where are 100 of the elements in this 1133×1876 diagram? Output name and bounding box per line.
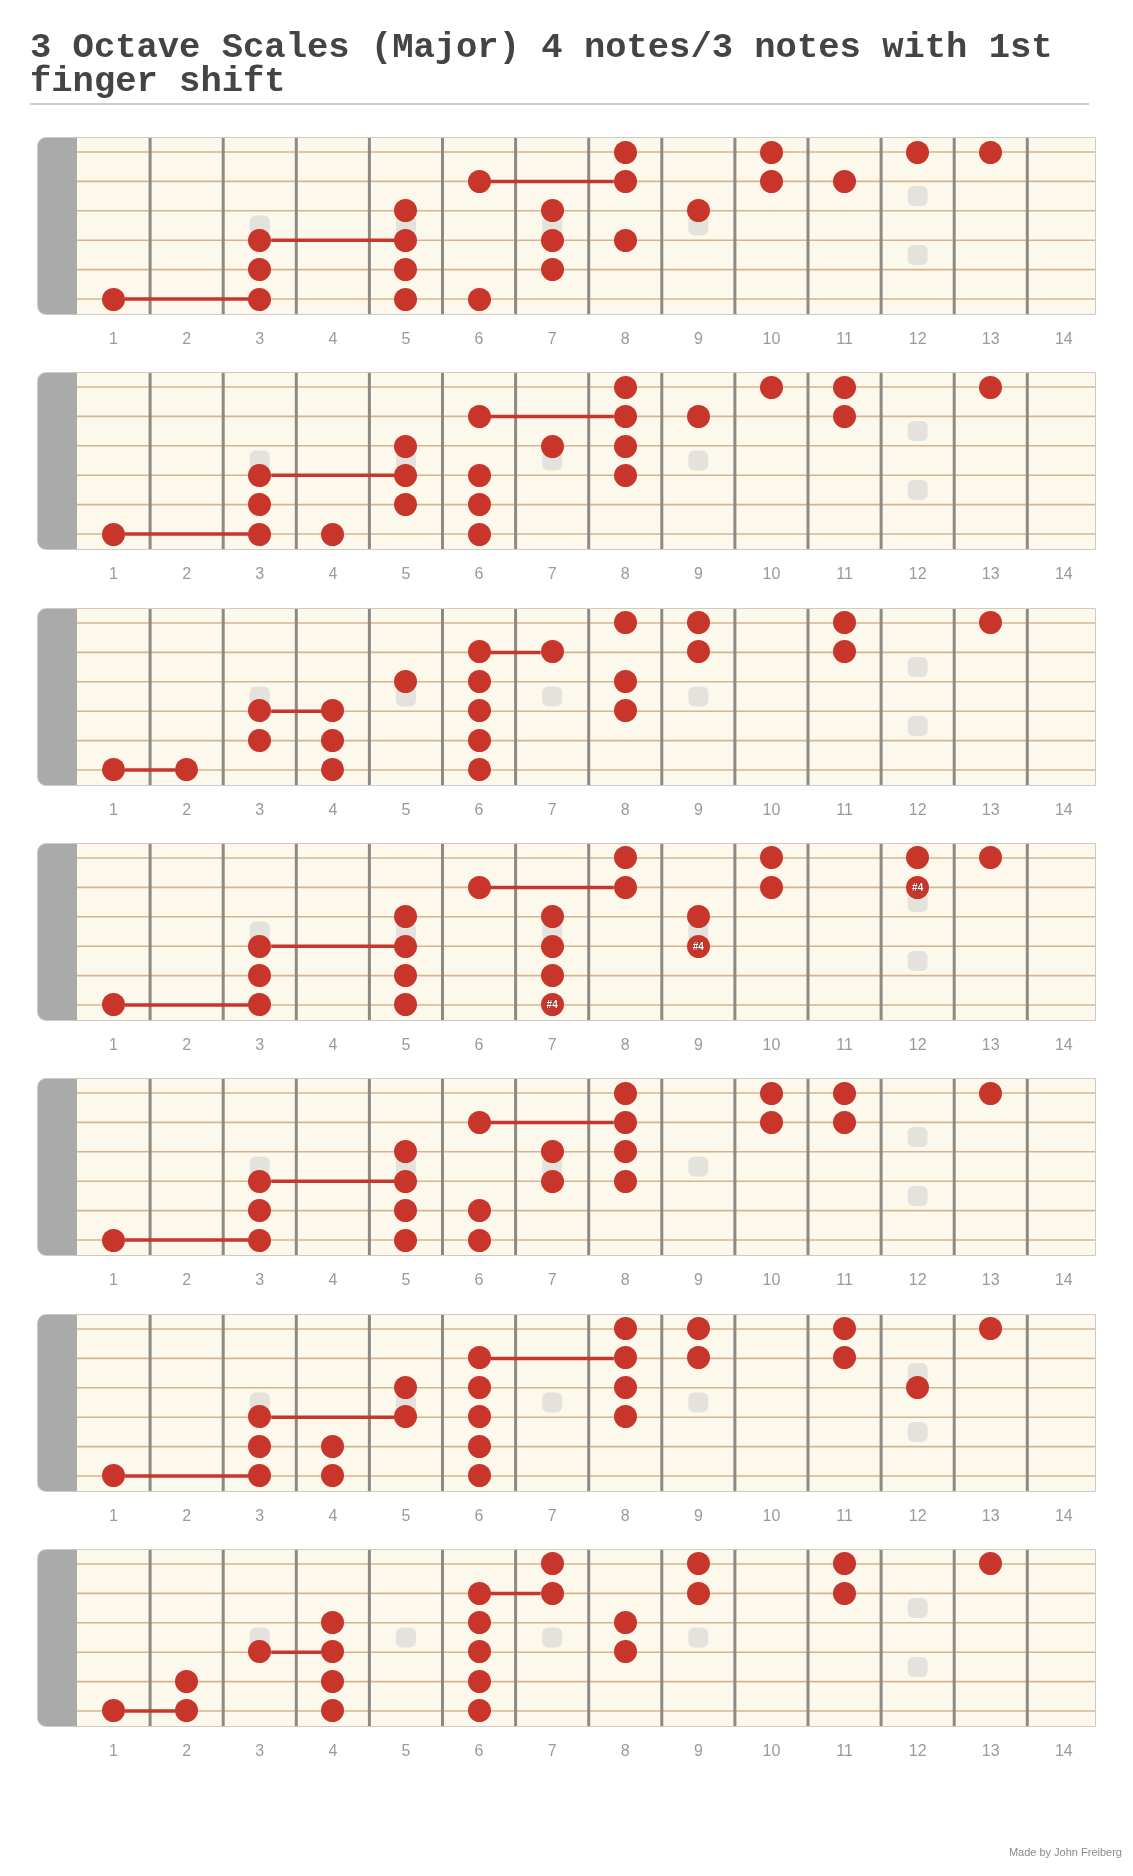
note-dot <box>613 169 637 193</box>
fret-number: 2 <box>182 1271 192 1290</box>
fret-number: 1 <box>109 1506 118 1525</box>
note-dot <box>248 258 272 282</box>
shift-line <box>271 1650 322 1654</box>
note-dot <box>540 1552 564 1576</box>
note-dot <box>248 287 272 311</box>
fret-number: 4 <box>328 565 338 584</box>
note-dot <box>686 1317 710 1340</box>
note-dot <box>467 1346 491 1370</box>
note-dot <box>467 699 491 723</box>
note-dot <box>394 1228 418 1252</box>
note-dot <box>759 1111 783 1135</box>
note-dot <box>102 993 126 1017</box>
note-dot <box>613 228 637 252</box>
fret-number: 4 <box>328 330 338 348</box>
fret-number: 4 <box>328 1506 338 1525</box>
note-dot <box>686 1581 710 1605</box>
shift-line <box>271 1414 395 1419</box>
note-dot <box>394 287 418 311</box>
note-dot <box>321 1434 345 1458</box>
note-dot <box>321 522 345 546</box>
note-dot <box>467 1434 491 1458</box>
fret-number: 13 <box>981 1035 1000 1054</box>
fret-number: 13 <box>981 800 1000 819</box>
fret-number: 7 <box>547 565 557 584</box>
fret-number: 8 <box>620 565 630 584</box>
note-dot <box>979 1552 1003 1576</box>
note-dot <box>540 1140 564 1164</box>
note-dot <box>248 964 272 987</box>
fret-number: 7 <box>547 1035 557 1054</box>
fret-number: 11 <box>836 565 853 584</box>
note-dot <box>467 1199 491 1223</box>
fret-number: 1 <box>109 800 118 819</box>
fret-number: 2 <box>182 330 192 348</box>
note-dot <box>979 375 1003 399</box>
note-dot <box>613 1317 637 1340</box>
fret-number: 6 <box>474 1035 484 1054</box>
note-dot <box>175 758 199 782</box>
fret-number: 10 <box>762 565 781 584</box>
note-dot <box>467 640 491 664</box>
note-dot <box>759 140 783 164</box>
fret-number: 6 <box>474 800 484 819</box>
fret-number: 8 <box>620 1741 630 1760</box>
fret-number: 14 <box>1054 1506 1073 1525</box>
fret-number: 11 <box>836 800 853 819</box>
fret-number: 9 <box>693 1271 703 1290</box>
shift-line <box>490 650 541 654</box>
note-dot <box>613 1375 637 1399</box>
note-dot <box>833 1081 857 1105</box>
note-dot <box>248 464 272 487</box>
fret-number: 12 <box>908 1271 927 1290</box>
note-dot <box>467 1699 491 1723</box>
note-dot <box>833 1581 857 1605</box>
note-dot <box>102 758 126 782</box>
note-dot <box>613 1111 637 1135</box>
note-dot <box>540 905 564 929</box>
note-dot <box>467 169 491 193</box>
note-dot <box>686 611 710 635</box>
note-dot <box>248 993 272 1017</box>
fret-number: 6 <box>474 565 484 584</box>
note-dot <box>248 1464 272 1487</box>
shift-line <box>490 1120 614 1125</box>
shift-line <box>271 238 395 242</box>
fret-number: 3 <box>255 1035 265 1054</box>
fretboard <box>37 1548 1096 1727</box>
note-dot <box>613 434 637 458</box>
shift-line <box>490 1591 541 1595</box>
fret-number: 13 <box>981 565 1000 584</box>
fret-number: 3 <box>255 800 265 819</box>
note-dot <box>540 993 564 1017</box>
fret-number: 8 <box>620 800 630 819</box>
fret-number: 14 <box>1054 330 1073 348</box>
fret-number: 12 <box>908 800 927 819</box>
fret-number: 5 <box>401 1741 411 1760</box>
note-dot <box>613 699 637 723</box>
note-dot <box>467 1405 491 1429</box>
fret-number: 12 <box>908 565 927 584</box>
note-dot <box>467 1611 491 1635</box>
note-dot <box>467 1111 491 1135</box>
fret-number: 13 <box>981 1506 1000 1525</box>
note-dot <box>394 993 418 1017</box>
fret-number: 9 <box>693 1741 703 1760</box>
note-dot <box>248 1405 272 1429</box>
fret-number: 3 <box>255 1741 265 1760</box>
note-dot <box>759 169 783 193</box>
fret-number: 2 <box>182 1035 192 1054</box>
fret-number: 4 <box>328 800 338 819</box>
note-dot <box>321 1699 345 1723</box>
fret-number: 5 <box>401 330 411 348</box>
note-dot <box>467 669 491 693</box>
note-dot <box>248 1434 272 1458</box>
note-dot <box>540 228 564 252</box>
note-dot <box>467 1669 491 1693</box>
shift-line <box>125 297 249 301</box>
note-dot <box>613 875 637 899</box>
note-dot <box>833 611 857 635</box>
note-dot <box>540 199 564 223</box>
note-dot <box>394 1375 418 1399</box>
fret-number: 9 <box>693 565 703 584</box>
